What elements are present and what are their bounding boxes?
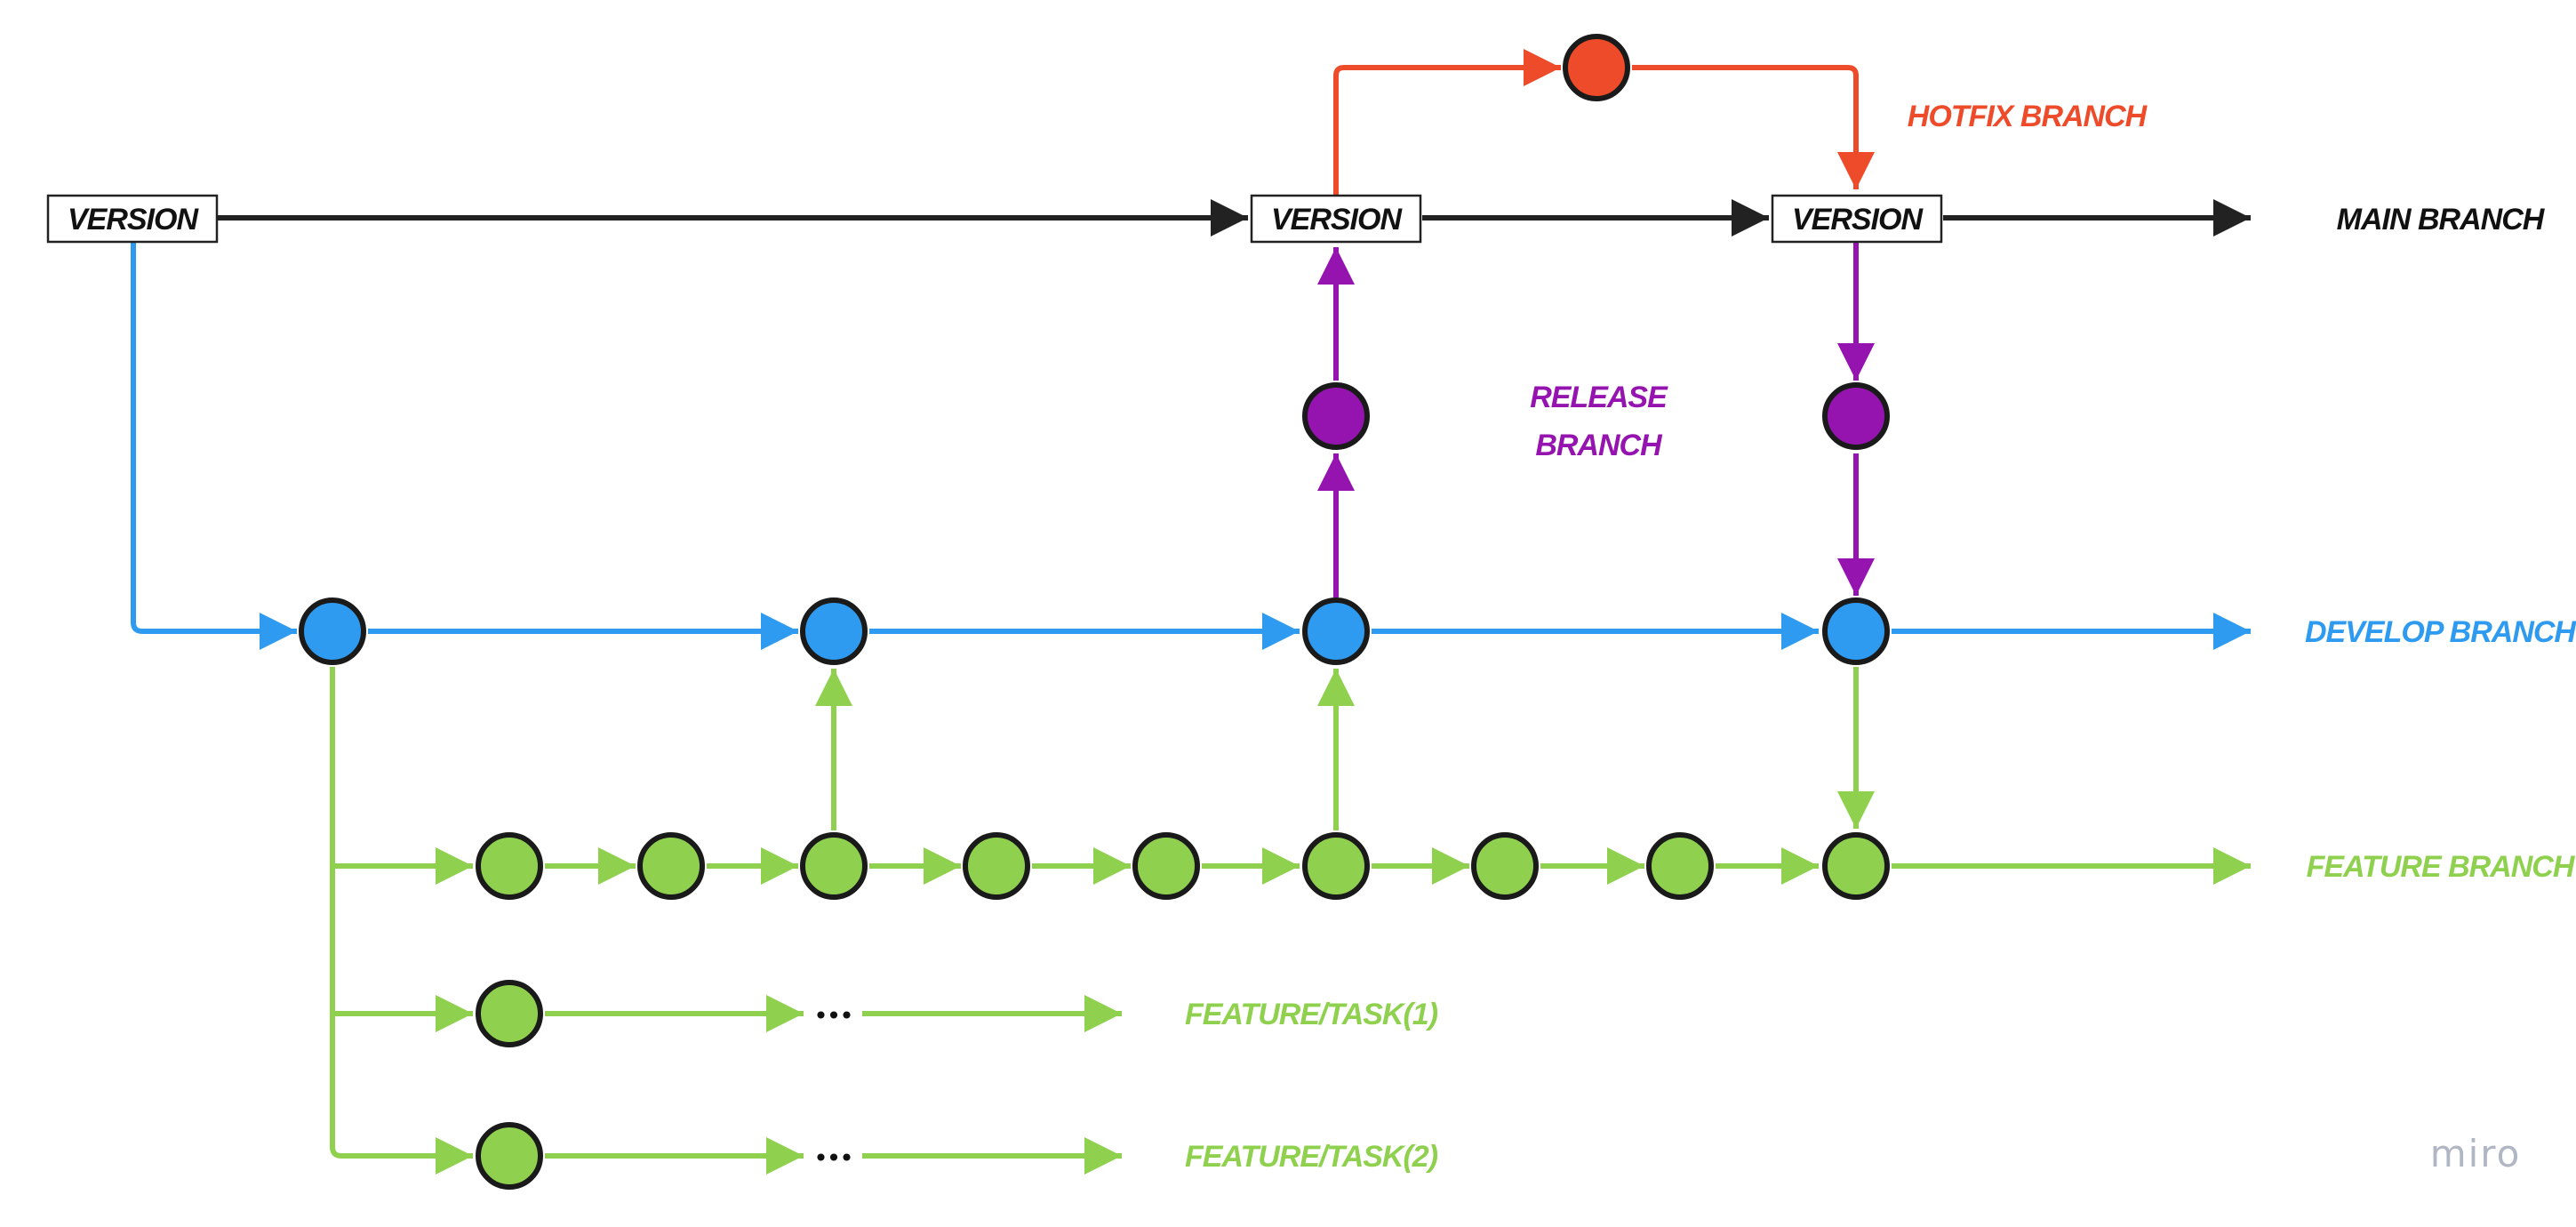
version-box [46, 194, 219, 244]
version-tag-3: VERSION [1771, 194, 1943, 244]
task2-ellipsis: ••• [813, 1143, 852, 1173]
develop-branch-label: DEVELOP BRANCH [2305, 615, 2576, 649]
main-branch-label: MAIN BRANCH [2337, 203, 2546, 237]
feature-branch-label: FEATURE BRANCH [2307, 850, 2576, 884]
feature-commit-node-1 [476, 832, 543, 900]
version-tag-1: VERSION [46, 194, 219, 244]
version-tag-2: VERSION [1250, 194, 1422, 244]
develop-commit-node-2 [800, 597, 868, 665]
feature-commit-node-6 [1302, 832, 1370, 900]
version-label: VERSION [68, 203, 199, 237]
hotfix-out-arrow [1333, 49, 1561, 196]
task2-label: FEATURE/TASK(2) [1185, 1140, 1438, 1174]
hotfix-branch-label: HOTFIX BRANCH [1908, 100, 2148, 133]
task1-commit-node [476, 980, 543, 1047]
version-label: VERSION [1271, 203, 1403, 237]
develop-commit-node-1 [299, 597, 366, 665]
miro-watermark: miro [2430, 1132, 2522, 1175]
feature-trunk [330, 667, 473, 1175]
connectors [131, 49, 2251, 1175]
release-commit-node-1 [1302, 382, 1370, 450]
version-box [1250, 194, 1422, 244]
release-branch-label-line1: RELEASE [1530, 381, 1668, 414]
release-commit-node-2 [1822, 382, 1890, 450]
task2-commit-node [476, 1122, 543, 1190]
hotfix-in-arrow [1632, 65, 1875, 189]
version-box [1771, 194, 1943, 244]
develop-commit-node-4 [1822, 597, 1890, 665]
feature-commit-node-4 [963, 832, 1030, 900]
feature-commit-node-8 [1646, 832, 1714, 900]
feature-commit-node-2 [637, 832, 705, 900]
feature-commit-node-7 [1471, 832, 1539, 900]
task1-ellipsis: ••• [813, 1001, 852, 1031]
develop-start-arrow [131, 242, 297, 650]
task1-label: FEATURE/TASK(1) [1185, 998, 1438, 1031]
nodes [299, 34, 1890, 1190]
release-branch-label-line2: BRANCH [1535, 429, 1663, 462]
develop-commit-node-3 [1302, 597, 1370, 665]
version-label: VERSION [1792, 203, 1924, 237]
hotfix-commit-node [1563, 34, 1630, 101]
feature-commit-node-9 [1822, 832, 1890, 900]
feature-commit-node-3 [800, 832, 868, 900]
feature-commit-node-5 [1132, 832, 1200, 900]
